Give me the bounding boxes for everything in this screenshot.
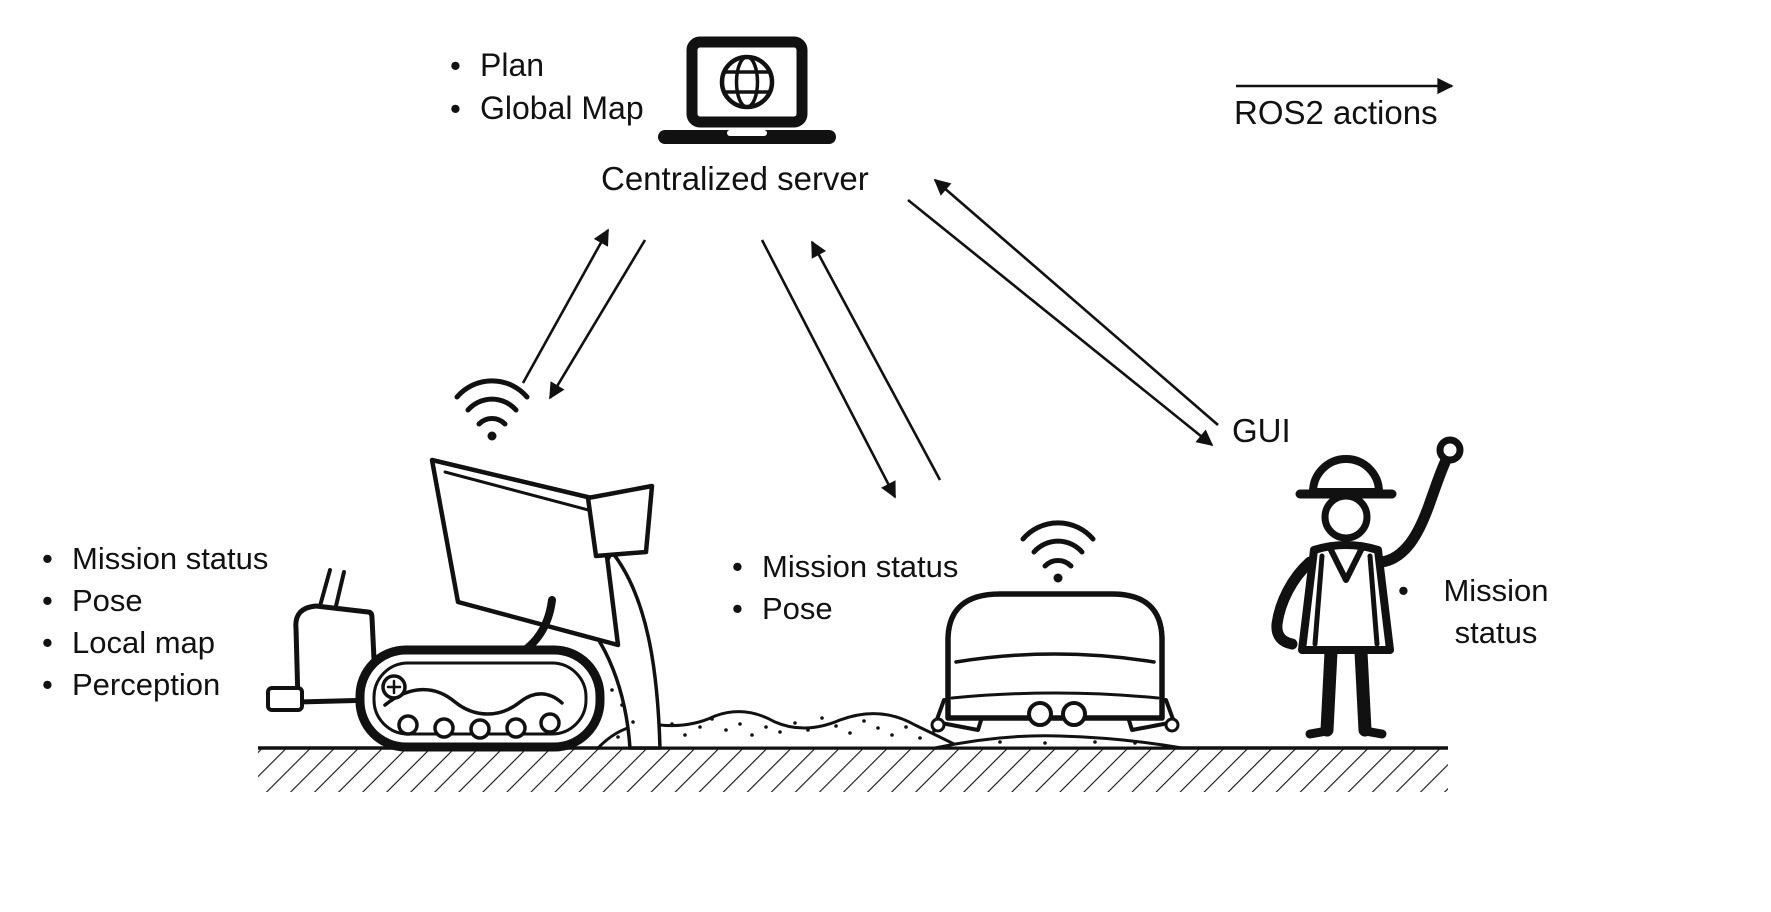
globe-icon — [719, 54, 775, 110]
ground-hatch — [258, 746, 1448, 792]
wifi-icon — [1020, 520, 1096, 583]
list-item: Mission status — [1392, 570, 1564, 654]
rover-icon — [930, 591, 1180, 733]
list-item: Global Map — [444, 87, 644, 130]
server-dumper-arrows — [521, 228, 647, 400]
list-item: Local map — [36, 622, 268, 664]
legend-label: ROS2 actions — [1234, 94, 1438, 131]
list-item: Perception — [36, 664, 268, 706]
gui-label: GUI — [1232, 412, 1291, 449]
construction-worker-icon — [1271, 436, 1464, 739]
wifi-icon — [454, 378, 530, 441]
list-item: Plan — [444, 44, 644, 87]
server-gui-arrows — [907, 178, 1219, 447]
list-item: Pose — [36, 580, 268, 622]
server-label: Centralized server — [601, 160, 869, 197]
dumper-status-list: Mission status Pose Local map Perception — [36, 538, 268, 706]
list-item: Mission status — [726, 546, 958, 588]
server-rover-arrows — [760, 239, 942, 499]
rover-status-list: Mission status Pose — [726, 546, 958, 630]
server-outputs-list: Plan Global Map — [444, 44, 644, 130]
laptop-globe-icon — [658, 36, 836, 144]
list-item: Mission status — [36, 538, 268, 580]
list-item: Pose — [726, 588, 958, 630]
tracked-dumper-icon — [266, 457, 662, 752]
stipple-dots — [616, 716, 1137, 745]
operator-status-list: Mission status — [1392, 570, 1564, 654]
